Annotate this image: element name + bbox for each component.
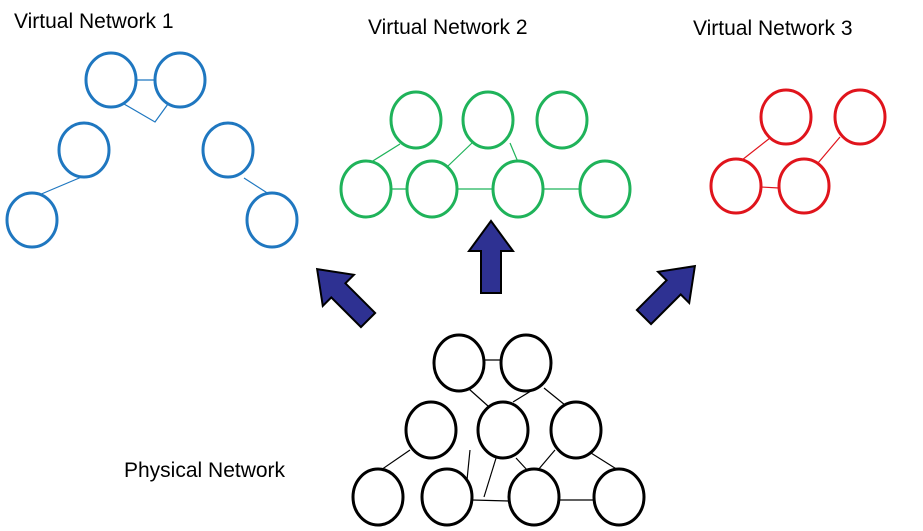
physical-link-8	[537, 449, 556, 471]
vn3-group	[709, 88, 887, 215]
vn1-link-2	[123, 103, 169, 123]
physical-node-6	[351, 467, 405, 527]
physical-link-4	[543, 387, 566, 406]
vn3-node-2	[833, 88, 887, 146]
physical-link-6	[483, 454, 498, 498]
vn1-node-3	[57, 121, 111, 179]
vn2-group	[339, 90, 632, 219]
vn1-node-6	[245, 191, 299, 249]
vn2-node-6	[491, 159, 545, 219]
vn3-node-1	[759, 88, 813, 146]
vn3-link-3	[817, 136, 841, 164]
arrow-to-virtual-network-3	[635, 264, 697, 326]
vn3-link-2	[760, 186, 780, 189]
vn2-node-4	[339, 159, 393, 219]
vn2-node-7	[578, 159, 632, 219]
physical-node-7	[420, 467, 474, 527]
physical-node-8	[507, 467, 561, 527]
virtual-network-2-label: Virtual Network 2	[368, 16, 528, 39]
physical-node-4	[476, 400, 530, 460]
physical-group	[351, 333, 646, 527]
vn2-link-5	[509, 142, 519, 163]
vn2-link-4	[447, 142, 473, 167]
physical-node-5	[549, 400, 603, 460]
vn1-group	[5, 51, 299, 249]
vn2-node-3	[535, 90, 589, 150]
vn1-node-2	[153, 51, 207, 109]
physical-node-1	[432, 333, 486, 393]
vn2-node-1	[389, 90, 443, 150]
vn3-link-1	[741, 137, 771, 161]
arrow-to-virtual-network-1	[315, 267, 377, 329]
physical-node-3	[404, 400, 458, 460]
vn3-node-3	[709, 157, 763, 215]
physical-node-9	[592, 467, 646, 527]
physical-node-2	[499, 333, 553, 393]
physical-link-11	[471, 499, 510, 502]
physical-link-2	[468, 388, 489, 407]
vn1-node-5	[5, 191, 59, 249]
vn3-node-4	[777, 157, 831, 215]
arrow-to-virtual-network-2	[467, 219, 515, 294]
vn2-node-2	[461, 90, 515, 150]
physical-network-label: Physical Network	[124, 459, 286, 482]
vn1-node-1	[84, 51, 138, 109]
virtual-network-1-label: Virtual Network 1	[14, 10, 174, 33]
virtual-network-3-label: Virtual Network 3	[693, 17, 853, 40]
vn1-node-4	[201, 121, 255, 179]
vn2-node-5	[405, 159, 459, 219]
physical-link-9	[590, 452, 619, 471]
